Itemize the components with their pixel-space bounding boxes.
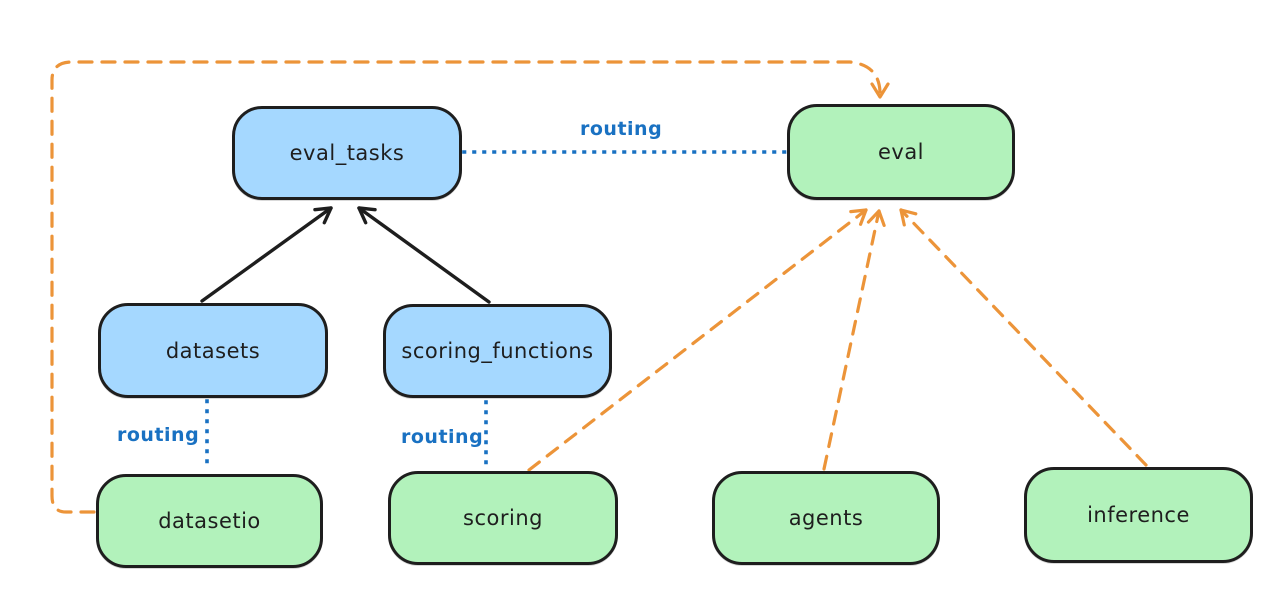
edge-agents-to-eval xyxy=(822,209,886,471)
node-inference: inference xyxy=(1024,467,1253,563)
node-eval-tasks-label: eval_tasks xyxy=(289,141,405,165)
edge-datasetio-to-eval xyxy=(50,60,890,514)
node-inference-label: inference xyxy=(1087,503,1190,527)
edge-label-routing-scoring-functions-scoring: routing xyxy=(401,426,484,448)
edge-label-routing-datasets-datasetio: routing xyxy=(117,424,200,446)
node-scoring-functions-label: scoring_functions xyxy=(401,339,594,363)
node-scoring: scoring xyxy=(388,471,618,565)
edge-scoring-functions-to-eval-tasks xyxy=(357,206,491,304)
edge-datasets-to-eval-tasks xyxy=(200,206,333,303)
node-scoring-functions: scoring_functions xyxy=(383,304,612,398)
node-datasets: datasets xyxy=(98,303,328,398)
edge-label-routing-eval-tasks-eval: routing xyxy=(580,118,663,140)
node-eval-label: eval xyxy=(877,140,925,164)
node-eval-tasks: eval_tasks xyxy=(232,106,462,200)
node-agents: agents xyxy=(712,471,940,565)
node-agents-label: agents xyxy=(788,506,864,530)
node-eval: eval xyxy=(787,104,1015,200)
node-scoring-label: scoring xyxy=(463,506,543,530)
node-datasets-label: datasets xyxy=(165,338,261,363)
edge-scoring-to-eval xyxy=(527,208,868,472)
edge-inference-to-eval xyxy=(899,208,1148,467)
node-datasetio: datasetio xyxy=(96,474,323,568)
node-datasetio-label: datasetio xyxy=(158,509,261,533)
